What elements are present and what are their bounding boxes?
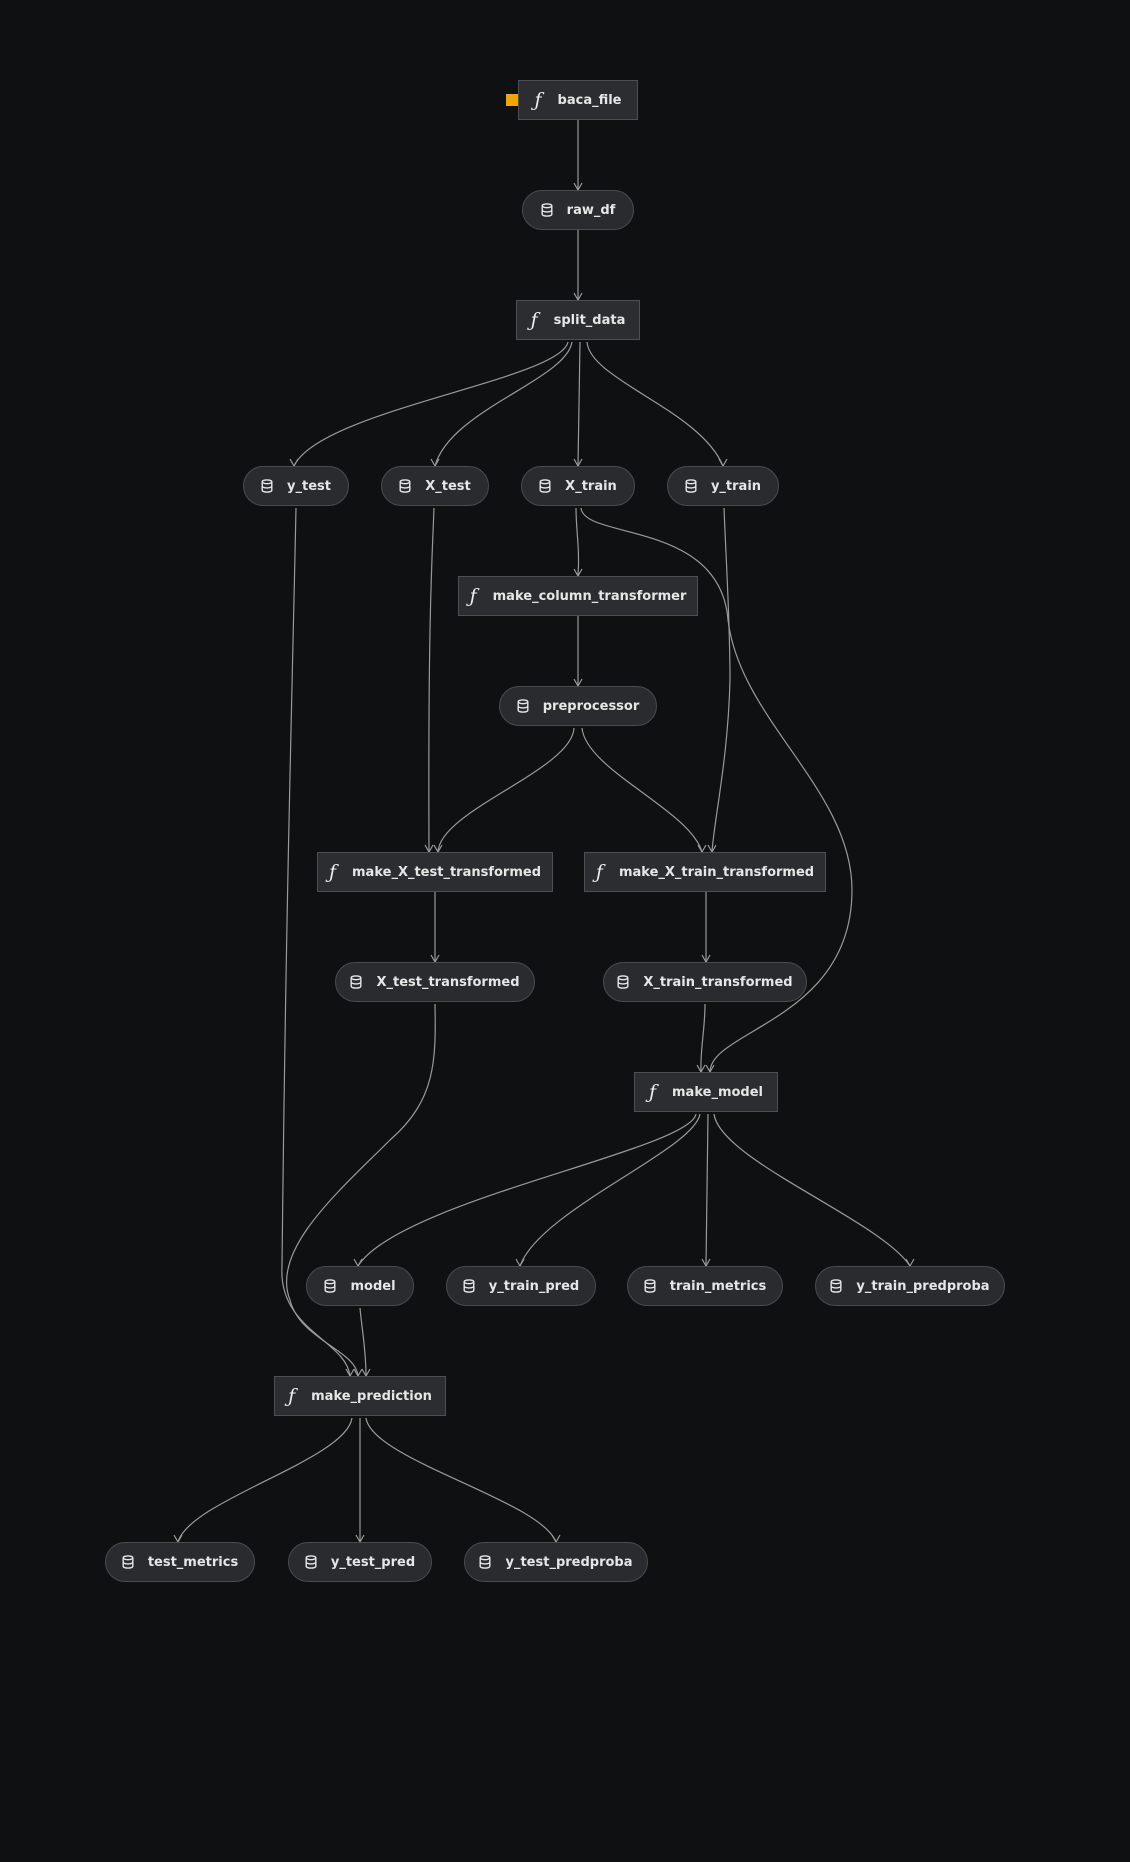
edge-split_data-to-y_test <box>293 341 569 467</box>
node-label: y_train_pred <box>488 1278 580 1294</box>
edge-split_data-to-y_train <box>586 341 724 467</box>
database-icon <box>479 1555 491 1569</box>
node-label: train_metrics <box>669 1278 767 1294</box>
node-y_train[interactable]: y_train <box>667 466 779 506</box>
node-label: baca_file <box>557 92 622 108</box>
database-icon <box>830 1279 842 1293</box>
function-icon: ƒ <box>328 860 337 883</box>
node-label: X_test <box>425 478 471 494</box>
edge-preprocessor-to-make_X_test_transformed <box>437 727 575 853</box>
node-label: split_data <box>553 312 626 328</box>
database-icon <box>617 975 629 989</box>
node-label: make_column_transformer <box>492 588 687 604</box>
database-icon <box>644 1279 656 1293</box>
node-label: y_train_predproba <box>856 1278 990 1294</box>
database-icon <box>261 479 273 493</box>
node-y_train_pred[interactable]: y_train_pred <box>446 1266 596 1306</box>
function-icon: ƒ <box>534 88 542 111</box>
edge-X_test-to-make_X_test_transformed <box>428 507 435 853</box>
edge-X_test_transformed-to-make_prediction <box>285 1003 436 1377</box>
node-make_column_transformer[interactable]: ƒ make_column_transformer <box>458 576 698 616</box>
node-split_data[interactable]: ƒ split_data <box>516 300 640 340</box>
edge-split_data-to-X_test <box>434 341 573 467</box>
node-y_test_pred[interactable]: y_test_pred <box>288 1542 432 1582</box>
database-icon <box>122 1555 134 1569</box>
arrowhead-X_test_transformed-to-make_prediction <box>353 1368 363 1378</box>
arrowhead-make_prediction-to-y_test_predproba <box>551 1534 561 1544</box>
edge-make_model-to-model <box>357 1113 697 1267</box>
node-label: preprocessor <box>542 698 640 714</box>
node-label: X_test_transformed <box>376 974 520 990</box>
node-y_test_predproba[interactable]: y_test_predproba <box>464 1542 648 1582</box>
arrowhead-split_data-to-y_train <box>718 458 728 468</box>
edge-y_train-to-make_X_train_transformed <box>711 507 731 853</box>
node-label: X_train <box>565 478 617 494</box>
edge-y_test-to-make_prediction <box>281 507 351 1377</box>
edge-X_train_transformed-to-make_model <box>700 1003 706 1073</box>
arrowhead-preprocessor-to-make_X_train_transformed <box>697 844 707 854</box>
node-label: X_train_transformed <box>643 974 793 990</box>
edge-split_data-to-X_train <box>577 341 581 467</box>
node-make_model[interactable]: ƒ make_model <box>634 1072 778 1112</box>
edge-make_model-to-y_train_predproba <box>713 1113 911 1267</box>
edge-X_train-to-make_column_transformer <box>575 507 580 577</box>
function-icon: ƒ <box>469 584 477 607</box>
node-make_prediction[interactable]: ƒ make_prediction <box>274 1376 446 1416</box>
edge-model-to-make_prediction <box>359 1307 367 1377</box>
database-icon <box>539 479 551 493</box>
arrowhead-split_data-to-X_test <box>430 458 440 468</box>
node-preprocessor[interactable]: preprocessor <box>499 686 657 726</box>
node-label: y_test_pred <box>330 1554 416 1570</box>
database-icon <box>463 1279 475 1293</box>
node-baca_file[interactable]: ƒ baca_file <box>518 80 638 120</box>
database-icon <box>685 479 697 493</box>
node-test_metrics[interactable]: test_metrics <box>105 1542 255 1582</box>
edge-make_model-to-y_train_pred <box>519 1113 701 1267</box>
selected-node-marker <box>506 94 518 106</box>
node-label: y_test_predproba <box>505 1554 633 1570</box>
node-label: make_X_train_transformed <box>618 864 815 880</box>
arrowhead-make_prediction-to-test_metrics <box>173 1534 183 1544</box>
node-model[interactable]: model <box>306 1266 414 1306</box>
node-make_X_train_transformed[interactable]: ƒ make_X_train_transformed <box>584 852 826 892</box>
node-raw_df[interactable]: raw_df <box>522 190 634 230</box>
node-y_test[interactable]: y_test <box>243 466 349 506</box>
database-icon <box>324 1279 336 1293</box>
function-icon: ƒ <box>530 308 538 331</box>
function-icon: ƒ <box>648 1080 657 1103</box>
node-label: raw_df <box>566 202 616 218</box>
node-y_train_predproba[interactable]: y_train_predproba <box>815 1266 1005 1306</box>
edge-X_train-to-make_model <box>580 507 853 1073</box>
node-make_X_test_transformed[interactable]: ƒ make_X_test_transformed <box>317 852 553 892</box>
edge-preprocessor-to-make_X_train_transformed <box>581 727 703 853</box>
function-icon: ƒ <box>595 860 603 883</box>
node-label: test_metrics <box>147 1554 239 1570</box>
arrowhead-split_data-to-y_test <box>289 458 299 468</box>
database-icon <box>350 975 362 989</box>
database-icon <box>541 203 553 217</box>
node-X_train_transformed[interactable]: X_train_transformed <box>603 962 807 1002</box>
edge-make_prediction-to-y_test_predproba <box>365 1417 557 1543</box>
node-X_test_transformed[interactable]: X_test_transformed <box>335 962 535 1002</box>
node-label: make_X_test_transformed <box>352 864 542 880</box>
node-X_test[interactable]: X_test <box>381 466 489 506</box>
edge-make_prediction-to-test_metrics <box>177 1417 353 1543</box>
database-icon <box>517 699 529 713</box>
node-label: make_model <box>672 1084 764 1100</box>
arrowhead-make_model-to-y_train_pred <box>515 1258 525 1268</box>
database-icon <box>305 1555 317 1569</box>
function-icon: ƒ <box>288 1384 296 1407</box>
node-label: model <box>350 1278 396 1294</box>
node-train_metrics[interactable]: train_metrics <box>627 1266 783 1306</box>
database-icon <box>399 479 411 493</box>
node-label: y_train <box>710 478 762 494</box>
edge-make_model-to-train_metrics <box>705 1113 709 1267</box>
node-X_train[interactable]: X_train <box>521 466 635 506</box>
node-label: make_prediction <box>311 1388 432 1404</box>
node-label: y_test <box>287 478 331 494</box>
